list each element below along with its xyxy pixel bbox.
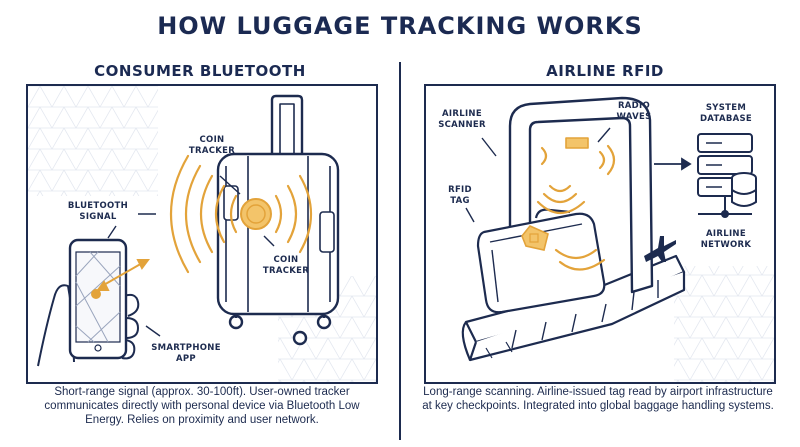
grid-background [674, 266, 774, 382]
label-bluetooth-signal: SIGNAL [79, 212, 116, 222]
checked-suitcase [476, 208, 606, 314]
label-radio-waves: WAVES [616, 112, 651, 122]
coin-tracker-icon [240, 198, 272, 230]
location-pin-icon [91, 289, 101, 299]
label-rfid-tag: RFID [448, 185, 472, 195]
label-bluetooth-signal: BLUETOOTH [68, 201, 128, 211]
system-database-icon [697, 133, 757, 218]
label-coin-tracker-bottom: COIN [274, 255, 299, 265]
bluetooth-waves [169, 154, 313, 274]
bluetooth-panel: COIN TRACKER BLUETOOTH SIGNAL COIN TRACK… [26, 84, 378, 384]
label-airline-scanner: SCANNER [438, 120, 486, 130]
page-title: HOW LUGGAGE TRACKING WORKS [157, 12, 643, 40]
grid-background [28, 86, 158, 196]
rfid-caption: Long-range scanning. Airline-issued tag … [422, 386, 774, 412]
rfid-panel: AIRLINE SCANNER RADIO WAVES SYSTEM DATAB… [424, 84, 776, 384]
label-airline-network: NETWORK [701, 240, 752, 250]
connection-arrow [96, 259, 150, 291]
label-radio-waves: RADIO [618, 101, 650, 111]
label-airline-network: AIRLINE [706, 229, 746, 239]
label-rfid-tag: TAG [450, 196, 470, 206]
label-smartphone-app: SMARTPHONE [151, 343, 221, 353]
airplane-icon [644, 236, 676, 262]
rfid-heading: AIRLINE RFID [546, 62, 664, 80]
rfid-illustration: AIRLINE SCANNER RADIO WAVES SYSTEM DATAB… [438, 96, 774, 382]
smartphone [68, 238, 128, 360]
data-flow-arrow [654, 157, 692, 171]
suitcase [216, 94, 340, 346]
label-arrows [107, 175, 275, 337]
label-coin-tracker-bottom: TRACKER [263, 266, 309, 276]
label-airline-scanner: AIRLINE [442, 109, 482, 119]
label-coin-tracker-top: TRACKER [189, 146, 235, 156]
label-smartphone-app: APP [176, 354, 196, 364]
bluetooth-illustration: COIN TRACKER BLUETOOTH SIGNAL COIN TRACK… [28, 86, 376, 382]
label-coin-tracker-top: COIN [200, 135, 225, 145]
label-arrows [465, 127, 611, 223]
rfid-radio-waves [536, 144, 616, 271]
scanner-sensor [565, 137, 589, 149]
rfid-tag-icon [521, 225, 549, 251]
bluetooth-heading: CONSUMER BLUETOOTH [94, 62, 306, 80]
label-system-database: SYSTEM [706, 103, 746, 113]
bluetooth-caption: Short-range signal (approx. 30-100ft). U… [44, 386, 360, 426]
center-divider [399, 62, 401, 440]
hand [37, 284, 140, 367]
label-system-database: DATABASE [700, 114, 752, 124]
